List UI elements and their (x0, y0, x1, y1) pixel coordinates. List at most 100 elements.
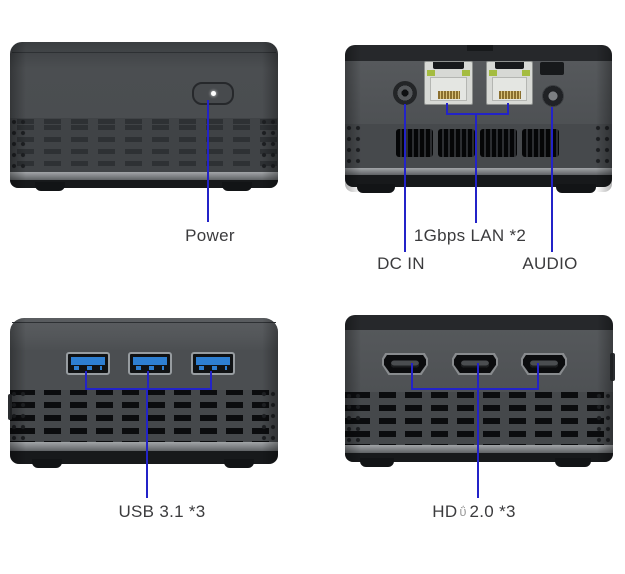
rear-cap-notch (467, 45, 493, 51)
base (345, 453, 613, 462)
vent-dots-right (260, 390, 278, 442)
leader-line-usb1 (85, 371, 87, 390)
dc-in-label: DC IN (377, 254, 425, 273)
rear-cap (345, 315, 613, 330)
leader-line-audio (551, 107, 553, 252)
usb-pins (199, 366, 227, 370)
rear-vent-band (345, 124, 612, 168)
lan-tab (495, 62, 524, 69)
leader-line-hdmi3 (537, 363, 539, 390)
vent-dots-left (10, 118, 28, 172)
base-trim (345, 445, 613, 453)
vent-slot (396, 129, 433, 157)
lid-seam (12, 52, 276, 53)
lan-led (522, 70, 530, 76)
base-trim (10, 442, 278, 451)
lan-led (427, 70, 435, 76)
usb-tongue (71, 357, 105, 365)
lan-port-2 (486, 61, 533, 105)
lan-pins (437, 91, 460, 99)
vent-grille (10, 390, 278, 442)
foot (222, 182, 252, 191)
base (10, 180, 278, 188)
lan-port-1 (424, 61, 473, 105)
hdmi-slot (461, 360, 489, 368)
rear-cap (345, 45, 612, 61)
leader-line-hdmi-center (477, 363, 479, 498)
hdmi-port-3 (521, 353, 567, 375)
lan-label: 1Gbps LAN *2 (413, 226, 527, 245)
power-label: Power (185, 226, 235, 245)
lan-led (489, 70, 497, 76)
audio-label: AUDIO (522, 254, 578, 273)
usb-pins (136, 366, 164, 370)
lan-led (462, 70, 470, 76)
foot (35, 182, 65, 191)
vent-dots-left (345, 392, 363, 445)
foot (556, 184, 596, 193)
leader-line-power (207, 100, 209, 222)
usb-port-3 (191, 352, 235, 375)
leader-line-hdmi1 (411, 363, 413, 390)
leader-line-lan-center (475, 113, 477, 223)
vent-dots-left (10, 390, 28, 442)
hdmi-label-glyph: ΰ (459, 504, 466, 519)
front-view-device (10, 42, 278, 191)
usb-tongue (133, 357, 167, 365)
side-tab (8, 394, 12, 420)
side-button (610, 353, 615, 381)
foot (357, 184, 395, 193)
vent-dots-right (260, 118, 278, 172)
leader-bracket-usb (85, 388, 212, 390)
vent-dots-left (345, 124, 363, 168)
lid-seam (12, 322, 276, 323)
lan-pins (498, 91, 521, 99)
hdmi-label-prefix: HD (432, 502, 458, 521)
foot (360, 458, 394, 467)
hdmi-port-2 (452, 353, 498, 375)
leader-line-usb2 (147, 371, 149, 390)
rear-io-view-device (345, 45, 612, 193)
leader-bracket-lan (446, 113, 509, 115)
hdmi-label-suffix: 2.0 *3 (469, 502, 516, 521)
lan-tab (433, 62, 464, 69)
vent-dots-right (595, 392, 613, 445)
leader-line-dc (404, 104, 406, 252)
lan-opening (430, 77, 467, 101)
usb-pins (74, 366, 102, 370)
top-face (10, 318, 278, 350)
usb-label: USB 3.1 *3 (118, 502, 206, 521)
vent-slot (438, 129, 475, 157)
front-lid (10, 42, 278, 118)
hdmi-port-1 (382, 353, 428, 375)
hdmi-slot (391, 360, 419, 368)
vent-slot (480, 129, 517, 157)
security-slot (540, 62, 564, 75)
leader-line-usb-center (146, 388, 148, 498)
base (10, 451, 278, 464)
foot (224, 459, 254, 468)
usb-port-1 (66, 352, 110, 375)
usb-port-2 (128, 352, 172, 375)
base-trim (345, 168, 612, 175)
leader-line-usb3 (210, 371, 212, 390)
base-trim (10, 172, 278, 180)
leader-line-lan2 (507, 103, 509, 115)
vent-dots-right (594, 124, 612, 168)
dc-in-jack (393, 81, 417, 105)
leader-line-lan1 (446, 103, 448, 115)
power-led (210, 91, 216, 96)
audio-jack (542, 85, 564, 107)
hdmi-slot (530, 360, 558, 368)
power-button (192, 82, 234, 105)
usb-side-view-device (8, 318, 278, 468)
vent-slot (522, 129, 559, 157)
foot (555, 458, 591, 467)
foot (32, 459, 62, 468)
vent-grille (10, 118, 278, 172)
base (345, 175, 612, 187)
leader-bracket-hdmi (411, 388, 539, 390)
usb-tongue (196, 357, 230, 365)
